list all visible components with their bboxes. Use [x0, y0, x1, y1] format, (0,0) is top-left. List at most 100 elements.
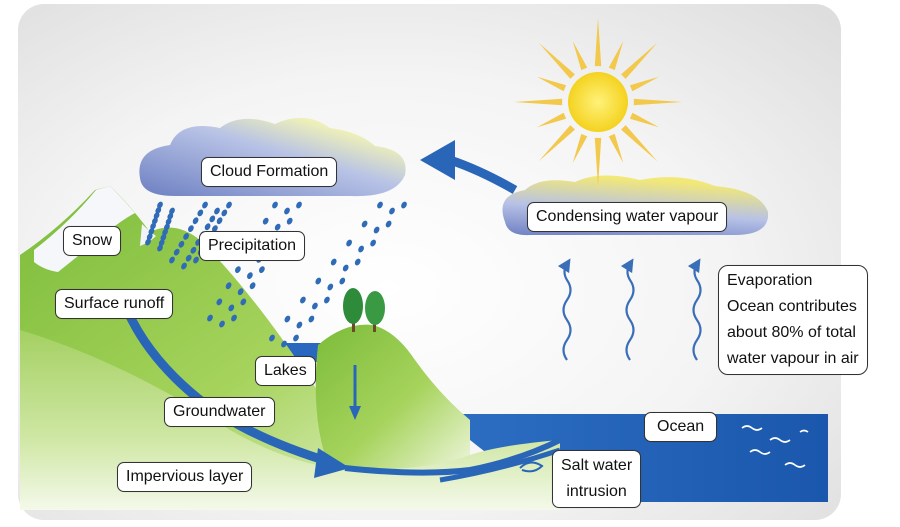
rain-drop-icon [308, 315, 315, 323]
label-impervious-layer: Impervious layer [117, 462, 253, 492]
rain-drop-icon [247, 272, 253, 279]
rain-drop-icon [226, 201, 232, 209]
rain-drop-icon [330, 258, 337, 266]
sun-ray [629, 76, 659, 92]
sun-ray [621, 125, 658, 162]
label-lakes: Lakes [255, 356, 316, 386]
rain-drop-icon [216, 298, 223, 306]
rain-drop-icon [188, 225, 194, 232]
label-cloud-formation: Cloud Formation [201, 157, 338, 187]
ocean-waves [741, 425, 809, 468]
evaporation-line-1: Evaporation [727, 272, 813, 289]
rain-drop-icon [312, 302, 318, 310]
rain-drop-icon [197, 209, 204, 217]
hill [315, 324, 470, 470]
rain-drop-icon [152, 217, 158, 225]
sun-ray [538, 42, 575, 79]
rain-drop-icon [235, 266, 241, 273]
rain-drop-icon [181, 262, 187, 270]
rain-drop-icon [155, 206, 162, 214]
label-snow: Snow [63, 226, 122, 256]
rain-drop-icon [146, 233, 153, 241]
rain-drop-icon [190, 246, 197, 254]
rain-drop-icon [370, 239, 376, 247]
transport-arrow-head [420, 140, 455, 180]
sun-ray [514, 98, 563, 106]
rain-drop-icon [216, 217, 223, 225]
rain-drop-icon [221, 209, 228, 217]
label-condensing-water-vapour: Condensing water vapour [527, 202, 728, 232]
rain-drop-icon [293, 334, 299, 342]
rain-drop-icon [296, 321, 303, 329]
rain-drop-icon [158, 239, 165, 247]
rain-drop-icon [342, 264, 349, 272]
tree-icon [343, 288, 385, 332]
salt-water-band [344, 437, 562, 476]
rain-drop-icon [219, 320, 225, 328]
rain-drop-icon [249, 282, 256, 290]
rain-drop-icon [165, 218, 172, 225]
sun-icon [514, 18, 682, 186]
sun-ray [594, 137, 602, 186]
rain-drop-icon [164, 223, 170, 231]
rain-drop-icon [202, 201, 208, 209]
sun-ray [537, 112, 567, 128]
rain-drop-icon [240, 298, 247, 306]
rain-drop-icon [300, 296, 306, 304]
rain-drop-icon [269, 334, 275, 342]
rain-drop-icon [286, 217, 293, 225]
rain-drop-icon [167, 212, 174, 220]
rain-drop-icon [327, 283, 334, 291]
rain-drop-icon [281, 340, 287, 348]
rain-drop-icon [157, 201, 163, 209]
rain-drop-icon [389, 207, 395, 215]
rain-drop-icon [385, 220, 392, 228]
salt-water-line-1: Salt water [561, 457, 633, 474]
rain-drops [145, 201, 407, 348]
sun-ray [538, 125, 575, 162]
rain-drop-icon [212, 225, 218, 232]
rain-drop-icon [148, 228, 155, 235]
label-precipitation: Precipitation [199, 231, 306, 261]
evaporation-line-2: Ocean contributes [727, 298, 857, 315]
label-ocean: Ocean [644, 412, 718, 442]
rain-drop-icon [209, 215, 216, 223]
rain-drop-icon [373, 226, 380, 234]
evaporation-line-3: about 80% of total [727, 324, 856, 341]
rain-drop-icon [231, 314, 237, 322]
rain-drop-icon [361, 220, 368, 228]
rain-drop-icon [150, 222, 156, 230]
rain-drop-icon [185, 254, 192, 262]
rain-drop-icon [183, 233, 189, 240]
rain-drop-icon [204, 223, 211, 231]
sun-ray [633, 98, 682, 106]
rain-drop-icon [296, 201, 302, 209]
rain-drop-icon [346, 239, 352, 247]
rain-drop-icon [358, 245, 364, 253]
label-surface-runoff: Surface runoff [55, 289, 174, 319]
swirl-arrow-icon [519, 461, 544, 473]
sun-ray [572, 133, 588, 163]
rain-drop-icon [339, 277, 346, 285]
sun-ray [629, 112, 659, 128]
rain-drop-icon [160, 234, 167, 241]
evaporation-line-4: water vapour in air [727, 350, 859, 367]
sun-ray [572, 41, 588, 71]
sun-ray [537, 76, 567, 92]
rain-drop-icon [259, 266, 265, 273]
rain-drop-icon [169, 207, 175, 215]
sun-ray [608, 133, 624, 163]
rain-drop-icon [173, 248, 180, 256]
salt-water-band-2 [439, 447, 561, 483]
rain-drop-icon [354, 258, 361, 266]
groundwater-arrow-head [314, 448, 350, 478]
rain-drop-icon [324, 296, 330, 304]
label-salt-water-intrusion: Salt water intrusion [552, 450, 642, 508]
rain-drop-icon [225, 282, 232, 290]
rain-drop-icon [401, 201, 407, 209]
sun-ray [594, 18, 602, 67]
rain-drop-icon [237, 288, 244, 296]
label-evaporation: Evaporation Ocean contributes about 80% … [718, 265, 868, 375]
rain-drop-icon [157, 244, 163, 252]
